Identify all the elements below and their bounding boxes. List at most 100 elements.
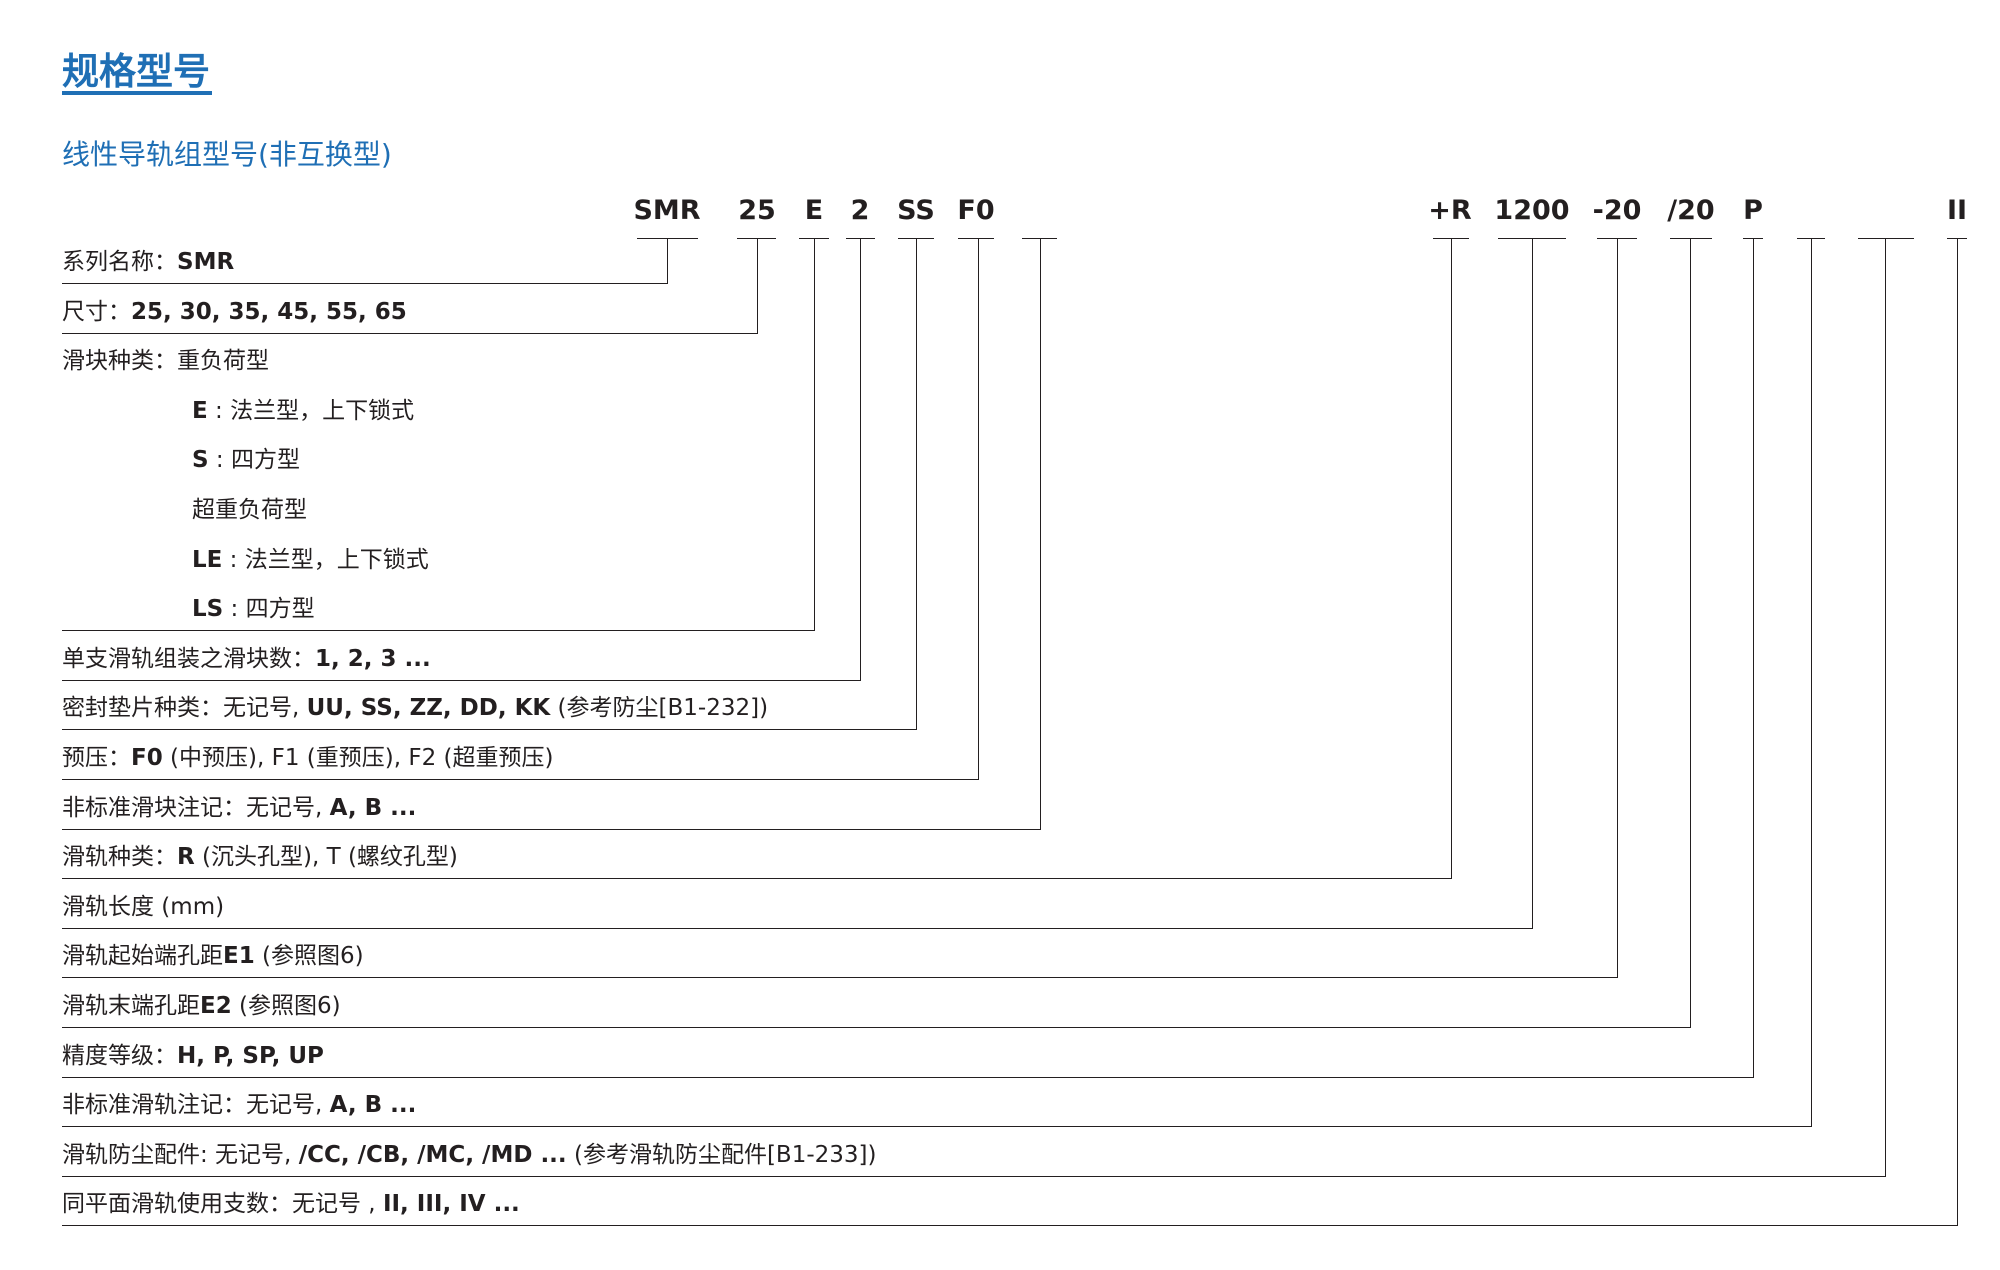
leader-line-vertical	[1690, 238, 1691, 1027]
spec-row-label: 滑块种类：重负荷型	[62, 344, 269, 378]
spec-row-value: F0	[131, 745, 163, 771]
row-rule	[62, 729, 917, 730]
spec-row-suffix: : 四方型	[208, 447, 300, 474]
row-rule	[62, 680, 861, 681]
code-segment: -20	[1592, 195, 1642, 226]
code-segment: +R	[1428, 195, 1472, 226]
row-rule	[62, 928, 1533, 929]
spec-row-label: 同平面滑轨使用支数：无记号 , II, III, IV ...	[62, 1187, 520, 1221]
row-rule	[62, 1225, 1958, 1226]
spec-row-prefix: 预压：	[62, 745, 131, 771]
row-rule	[62, 1027, 1691, 1028]
code-segment: II	[1946, 195, 1968, 226]
spec-row-prefix: 滑块种类：	[62, 348, 177, 375]
code-segment: /20	[1667, 195, 1715, 226]
spec-row-label: S : 四方型	[192, 443, 300, 477]
leader-line-vertical	[1532, 238, 1533, 928]
spec-row-value: E	[192, 397, 208, 424]
row-rule	[62, 1176, 1886, 1177]
spec-row-prefix: 密封垫片种类：无记号,	[62, 695, 307, 722]
code-segment: 25	[738, 195, 776, 226]
spec-row-prefix: 滑轨种类：	[62, 844, 177, 871]
spec-row-value: E1	[223, 943, 255, 970]
leader-line-vertical	[1811, 238, 1812, 1126]
spec-row-value: /CC, /CB, /MC, /MD ...	[298, 1141, 567, 1168]
spec-row-prefix: 非标准滑块注记：无记号,	[62, 794, 330, 821]
spec-row-prefix: 同平面滑轨使用支数：无记号 ,	[62, 1191, 383, 1218]
spec-row-value: UU, SS, ZZ, DD, KK	[306, 695, 551, 722]
spec-row-prefix: 精度等级：	[62, 1042, 177, 1069]
code-segment	[980, 193, 1100, 229]
spec-row-value: II, III, IV ...	[382, 1191, 520, 1218]
spec-row-label: 滑轨起始端孔距E1 (参照图6)	[62, 939, 364, 973]
spec-row-label: LE : 法兰型，上下锁式	[192, 543, 429, 577]
spec-row-label: 非标准滑块注记：无记号, A, B ...	[62, 791, 416, 825]
row-rule	[62, 283, 668, 284]
code-segment-underline	[958, 238, 994, 239]
spec-row-value: 1, 2, 3 ...	[315, 645, 431, 672]
spec-row-suffix: (参照图6)	[254, 943, 364, 970]
spec-row-value: E2	[200, 993, 232, 1019]
row-rule	[62, 630, 815, 631]
spec-row-value: R	[177, 844, 195, 871]
spec-row-label: LS : 四方型	[192, 592, 315, 626]
spec-row-label: E : 法兰型，上下锁式	[192, 394, 414, 428]
row-rule	[62, 779, 979, 780]
spec-row-value: LE	[192, 546, 223, 573]
spec-row-label: 滑轨种类：R (沉头孔型), T (螺纹孔型)	[62, 840, 458, 874]
code-segment: SMR	[633, 195, 701, 226]
code-segment-underline	[1022, 238, 1057, 239]
spec-row-prefix: 滑轨起始端孔距	[62, 943, 223, 970]
spec-row-suffix: 重负荷型	[177, 348, 269, 375]
spec-row-prefix: 非标准滑轨注记：无记号,	[62, 1092, 330, 1119]
leader-line-vertical	[1957, 238, 1958, 1225]
spec-row-value: H, P, SP, UP	[177, 1042, 324, 1069]
code-segment: E	[804, 195, 824, 226]
spec-row-prefix: 单支滑轨组装之滑块数：	[62, 645, 315, 672]
spec-row-value: A, B ...	[329, 1092, 417, 1119]
leader-line-vertical	[860, 238, 861, 680]
section-subtitle: 线性导轨组型号(非互换型)	[62, 138, 392, 171]
code-segment-underline	[1670, 238, 1712, 239]
leader-line-vertical	[1753, 238, 1754, 1077]
spec-row-suffix: 超重负荷型	[192, 497, 307, 523]
leader-line-vertical	[1617, 238, 1618, 977]
spec-row-suffix: (中预压), F1 (重预压), F2 (超重预压)	[162, 745, 554, 771]
spec-row-label: 滑轨防尘配件: 无记号, /CC, /CB, /MC, /MD ... (参考滑…	[62, 1138, 877, 1172]
page-title: 规格型号	[62, 50, 210, 93]
spec-row-suffix: : 法兰型，上下锁式	[222, 546, 429, 573]
spec-row-prefix: 系列名称：	[62, 249, 177, 275]
spec-row-label: 系列名称：SMR	[62, 245, 234, 279]
leader-line-vertical	[916, 238, 917, 729]
spec-row-prefix: 滑轨末端孔距	[62, 993, 200, 1019]
spec-row-value: SMR	[177, 249, 235, 275]
code-segment: F0	[957, 195, 995, 226]
spec-row-label: 预压：F0 (中预压), F1 (重预压), F2 (超重预压)	[62, 741, 553, 775]
spec-row-label: 单支滑轨组装之滑块数：1, 2, 3 ...	[62, 642, 431, 676]
leader-line-vertical	[978, 238, 979, 779]
spec-row-prefix: 尺寸：	[62, 298, 131, 325]
spec-row-value: LS	[192, 596, 224, 623]
spec-row-value: A, B ...	[329, 794, 417, 821]
row-rule	[62, 333, 758, 334]
spec-row-label: 滑轨末端孔距E2 (参照图6)	[62, 989, 341, 1023]
leader-line-vertical	[1885, 238, 1886, 1176]
row-rule	[62, 829, 1041, 830]
spec-row-suffix: (参考防尘[B1-232])	[550, 695, 769, 722]
row-rule	[62, 977, 1618, 978]
leader-line-vertical	[667, 238, 668, 283]
spec-row-label: 尺寸：25, 30, 35, 45, 55, 65	[62, 295, 407, 329]
spec-row-suffix: (参照图6)	[231, 993, 341, 1019]
leader-line-vertical	[757, 238, 758, 333]
code-segment: SS	[897, 195, 935, 226]
spec-row-label: 非标准滑轨注记：无记号, A, B ...	[62, 1088, 416, 1122]
row-rule	[62, 878, 1452, 879]
code-segment: 2	[850, 195, 870, 226]
row-rule	[62, 1077, 1754, 1078]
row-rule	[62, 1126, 1812, 1127]
spec-row-prefix: 滑轨长度 (mm)	[62, 893, 225, 920]
spec-row-label: 密封垫片种类：无记号, UU, SS, ZZ, DD, KK (参考防尘[B1-…	[62, 691, 768, 725]
spec-row-label: 滑轨长度 (mm)	[62, 890, 224, 924]
leader-line-vertical	[1040, 238, 1041, 829]
spec-row-suffix: (参考滑轨防尘配件[B1-233])	[566, 1141, 877, 1168]
